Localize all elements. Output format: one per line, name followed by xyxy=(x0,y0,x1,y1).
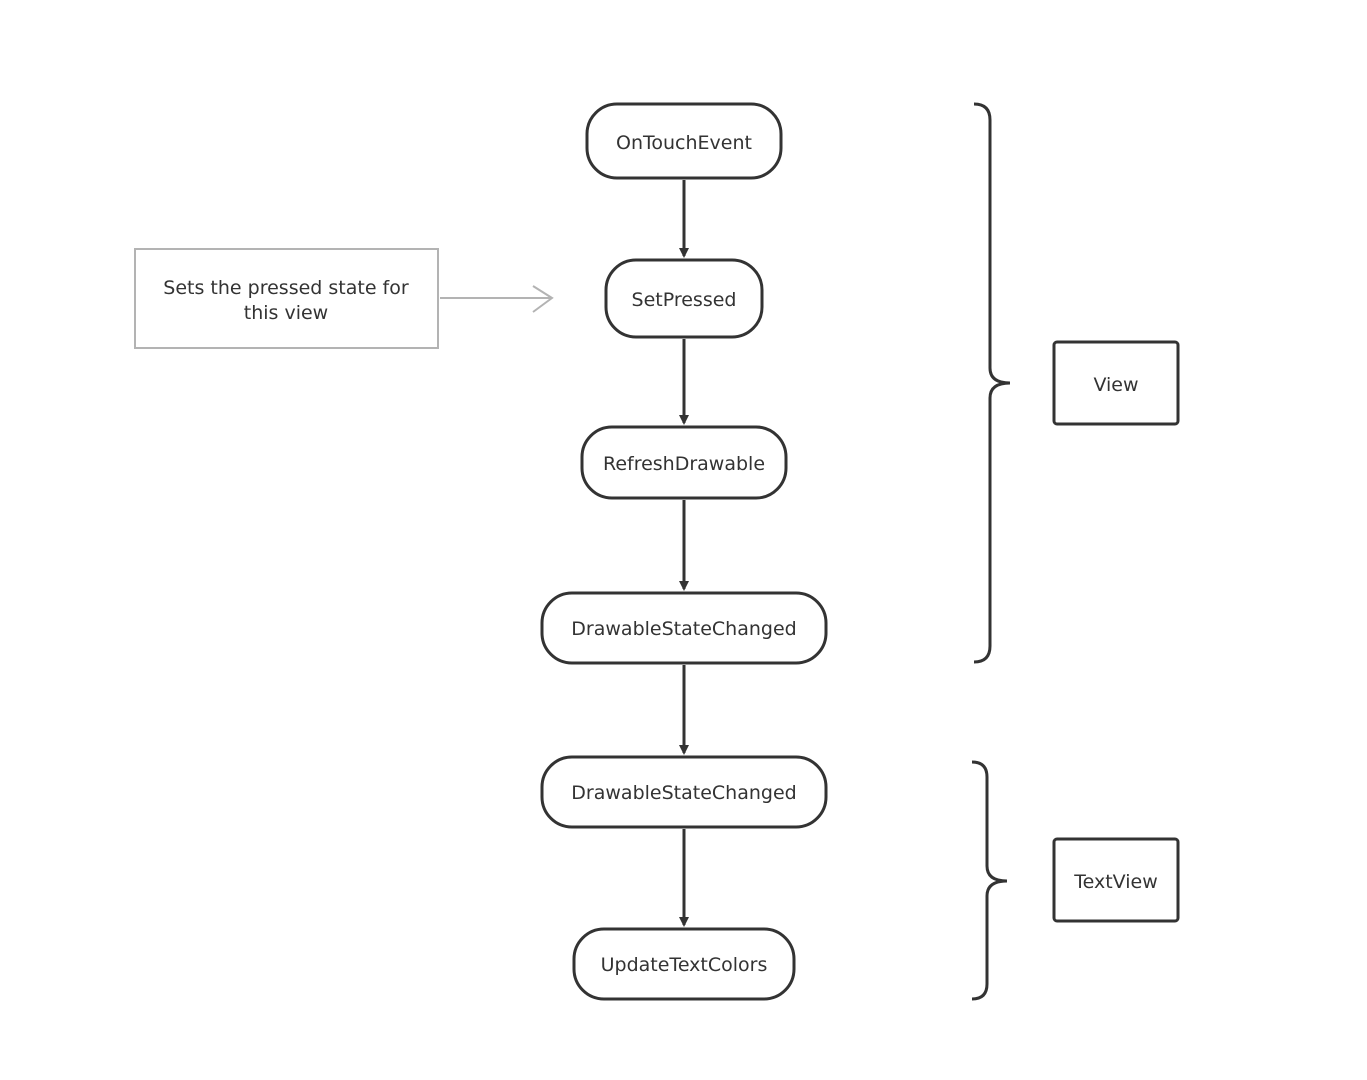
node-label: DrawableStateChanged xyxy=(571,618,796,640)
node-label: RefreshDrawable xyxy=(603,453,765,475)
group-label: TextView xyxy=(1073,871,1158,893)
node-label: OnTouchEvent xyxy=(616,132,752,154)
node-refresh-drawable: RefreshDrawable xyxy=(580,425,788,500)
node-drawable-state-changed-view: DrawableStateChanged xyxy=(540,591,828,665)
brace-textview xyxy=(971,760,1008,1001)
annotation-note: Sets the pressed state for this view xyxy=(134,248,439,349)
node-label: SetPressed xyxy=(632,289,737,311)
group-view-box: View xyxy=(1052,340,1180,426)
group-label: View xyxy=(1093,374,1138,396)
brace-view xyxy=(973,102,1011,664)
node-drawable-state-changed-textview: DrawableStateChanged xyxy=(540,755,828,829)
node-update-text-colors: UpdateTextColors xyxy=(572,927,796,1001)
note-line-2: this view xyxy=(244,302,328,324)
node-label: UpdateTextColors xyxy=(601,954,768,976)
note-line-1: Sets the pressed state for xyxy=(163,277,409,299)
node-on-touch-event: OnTouchEvent xyxy=(585,102,783,180)
node-set-pressed: SetPressed xyxy=(604,258,764,339)
group-textview-box: TextView xyxy=(1052,837,1180,923)
node-label: DrawableStateChanged xyxy=(571,782,796,804)
annotation-arrow xyxy=(440,285,554,313)
